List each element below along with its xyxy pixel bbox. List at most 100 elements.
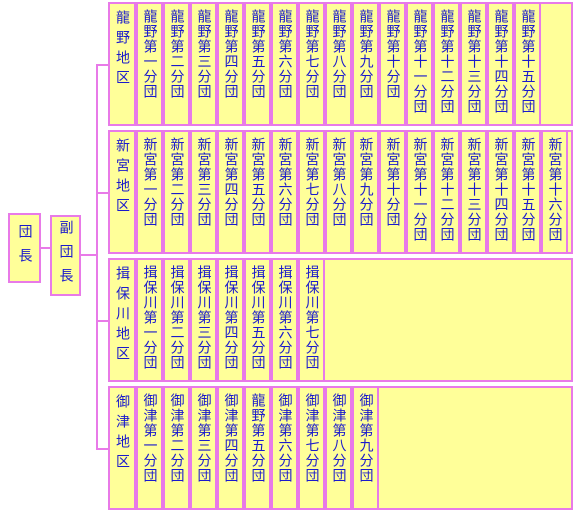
connector-root-vice bbox=[41, 247, 50, 249]
group-label: 新宮第十四分団 bbox=[492, 137, 509, 242]
group-label: 新宮第十二分団 bbox=[438, 137, 455, 242]
district-name-cell: 龍野地区 bbox=[108, 2, 136, 126]
group-label: 御津第三分団 bbox=[195, 393, 212, 483]
group-cell: 御津第三分団 bbox=[190, 386, 217, 510]
group-label: 御津第八分団 bbox=[330, 393, 347, 483]
group-label: 新宮第七分団 bbox=[303, 137, 320, 227]
connector-vice-bus bbox=[81, 254, 96, 256]
group-cell: 龍野第七分団 bbox=[298, 2, 325, 126]
group-label: 御津第七分団 bbox=[303, 393, 320, 483]
group-cell: 揖保川第六分団 bbox=[271, 258, 298, 382]
connector-district-2 bbox=[96, 192, 108, 194]
group-cell: 揖保川第一分団 bbox=[136, 258, 163, 382]
group-cell: 龍野第十四分団 bbox=[487, 2, 514, 126]
root-node: 団長 bbox=[8, 213, 41, 283]
group-cell: 龍野第十五分団 bbox=[514, 2, 541, 126]
group-cell: 新宮第四分団 bbox=[217, 130, 244, 254]
group-cell: 龍野第八分団 bbox=[325, 2, 352, 126]
group-label: 新宮第十三分団 bbox=[465, 137, 482, 242]
group-cell: 御津第八分団 bbox=[325, 386, 352, 510]
group-label: 新宮第八分団 bbox=[330, 137, 347, 227]
group-label: 龍野第十四分団 bbox=[492, 9, 509, 114]
group-cell: 龍野第九分団 bbox=[352, 2, 379, 126]
group-label: 龍野第四分団 bbox=[222, 9, 239, 99]
district-name: 龍野地区 bbox=[114, 10, 130, 90]
group-cell: 新宮第十五分団 bbox=[514, 130, 541, 254]
group-label: 龍野第二分団 bbox=[168, 9, 185, 99]
group-cell: 新宮第七分団 bbox=[298, 130, 325, 254]
group-cell: 御津第六分団 bbox=[271, 386, 298, 510]
group-label: 新宮第一分団 bbox=[141, 137, 158, 227]
connector-district-3 bbox=[96, 320, 108, 322]
group-cell: 龍野第二分団 bbox=[163, 2, 190, 126]
group-cell: 新宮第十六分団 bbox=[541, 130, 568, 254]
group-label: 龍野第十二分団 bbox=[438, 9, 455, 114]
group-cell: 龍野第四分団 bbox=[217, 2, 244, 126]
group-cell: 龍野第十三分団 bbox=[460, 2, 487, 126]
district-name: 御津地区 bbox=[114, 394, 130, 474]
group-label: 御津第一分団 bbox=[141, 393, 158, 483]
group-label: 龍野第十一分団 bbox=[411, 9, 428, 114]
group-label: 新宮第二分団 bbox=[168, 137, 185, 227]
connector-district-4 bbox=[96, 448, 108, 450]
group-label: 揖保川第四分団 bbox=[222, 265, 239, 370]
group-label: 龍野第五分団 bbox=[249, 393, 266, 483]
district-name-cell: 御津地区 bbox=[108, 386, 136, 510]
group-cell: 龍野第三分団 bbox=[190, 2, 217, 126]
group-cell: 新宮第十一分団 bbox=[406, 130, 433, 254]
group-cell: 龍野第十二分団 bbox=[433, 2, 460, 126]
group-label: 新宮第十一分団 bbox=[411, 137, 428, 242]
group-label: 新宮第九分団 bbox=[357, 137, 374, 227]
group-label: 揖保川第一分団 bbox=[141, 265, 158, 370]
district-name-cell: 新宮地区 bbox=[108, 130, 136, 254]
group-label: 御津第四分団 bbox=[222, 393, 239, 483]
group-cell: 揖保川第二分団 bbox=[163, 258, 190, 382]
group-label: 龍野第十三分団 bbox=[465, 9, 482, 114]
group-label: 龍野第一分団 bbox=[141, 9, 158, 99]
group-cell: 御津第七分団 bbox=[298, 386, 325, 510]
group-label: 揖保川第二分団 bbox=[168, 265, 185, 370]
district-name: 新宮地区 bbox=[114, 138, 130, 218]
group-label: 御津第二分団 bbox=[168, 393, 185, 483]
group-cell: 揖保川第七分団 bbox=[298, 258, 325, 382]
group-label: 龍野第五分団 bbox=[249, 9, 266, 99]
group-label: 龍野第八分団 bbox=[330, 9, 347, 99]
group-cell: 龍野第六分団 bbox=[271, 2, 298, 126]
group-label: 新宮第三分団 bbox=[195, 137, 212, 227]
group-cell: 新宮第十三分団 bbox=[460, 130, 487, 254]
group-cell: 新宮第八分団 bbox=[325, 130, 352, 254]
group-cell: 龍野第五分団 bbox=[244, 386, 271, 510]
group-label: 新宮第十分団 bbox=[384, 137, 401, 227]
group-label: 新宮第六分団 bbox=[276, 137, 293, 227]
group-cell: 新宮第六分団 bbox=[271, 130, 298, 254]
group-cell: 揖保川第五分団 bbox=[244, 258, 271, 382]
group-cell: 御津第四分団 bbox=[217, 386, 244, 510]
group-cell: 新宮第五分団 bbox=[244, 130, 271, 254]
connector-bus bbox=[96, 64, 98, 450]
group-label: 龍野第三分団 bbox=[195, 9, 212, 99]
root-label: 団長 bbox=[16, 224, 33, 272]
group-label: 龍野第十分団 bbox=[384, 9, 401, 99]
connector-district-1 bbox=[96, 64, 108, 66]
group-label: 揖保川第三分団 bbox=[195, 265, 212, 370]
group-cell: 新宮第九分団 bbox=[352, 130, 379, 254]
group-cell: 御津第二分団 bbox=[163, 386, 190, 510]
district-name: 揖保川地区 bbox=[114, 266, 130, 366]
vice-label: 副団長 bbox=[57, 219, 74, 292]
group-label: 新宮第五分団 bbox=[249, 137, 266, 227]
group-label: 龍野第十五分団 bbox=[519, 9, 536, 114]
group-cell: 龍野第十分団 bbox=[379, 2, 406, 126]
group-label: 新宮第十五分団 bbox=[519, 137, 536, 242]
group-cell: 龍野第五分団 bbox=[244, 2, 271, 126]
group-label: 御津第九分団 bbox=[357, 393, 374, 483]
group-cell: 新宮第二分団 bbox=[163, 130, 190, 254]
group-cell: 新宮第十二分団 bbox=[433, 130, 460, 254]
group-label: 揖保川第五分団 bbox=[249, 265, 266, 370]
group-label: 揖保川第六分団 bbox=[276, 265, 293, 370]
group-label: 御津第六分団 bbox=[276, 393, 293, 483]
group-cell: 御津第一分団 bbox=[136, 386, 163, 510]
group-label: 龍野第六分団 bbox=[276, 9, 293, 99]
group-label: 龍野第七分団 bbox=[303, 9, 320, 99]
group-cell: 新宮第三分団 bbox=[190, 130, 217, 254]
